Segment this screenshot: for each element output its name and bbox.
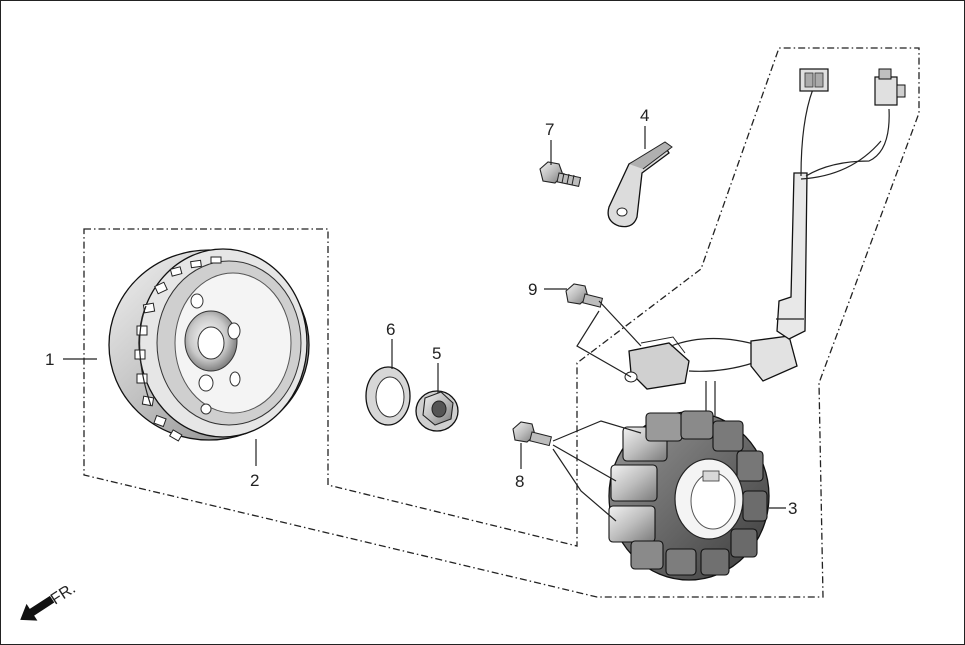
callout-9: 9	[528, 280, 537, 299]
callout-5: 5	[432, 344, 441, 363]
pickup-bolt	[565, 283, 604, 308]
cable-clamp	[607, 141, 673, 228]
connector-b	[874, 68, 906, 106]
front-arrow-icon	[20, 595, 55, 621]
callout-2: 2	[250, 471, 259, 490]
washer	[365, 366, 411, 426]
flywheel-rotor	[108, 248, 310, 442]
callout-6: 6	[386, 320, 395, 339]
flange-nut	[415, 390, 459, 432]
stator-coil	[608, 68, 906, 581]
callout-8: 8	[515, 472, 524, 491]
stator-bolt	[512, 421, 553, 447]
assembly-boundary-left	[83, 47, 920, 598]
callout-3: 3	[788, 499, 797, 518]
callout-1: 1	[45, 350, 54, 369]
front-direction-label: FR.	[48, 580, 79, 608]
connector-a	[799, 68, 829, 92]
clamp-bolt	[539, 161, 582, 187]
callout-7: 7	[545, 120, 554, 139]
leader-lines	[63, 126, 786, 522]
callout-4: 4	[640, 106, 649, 125]
